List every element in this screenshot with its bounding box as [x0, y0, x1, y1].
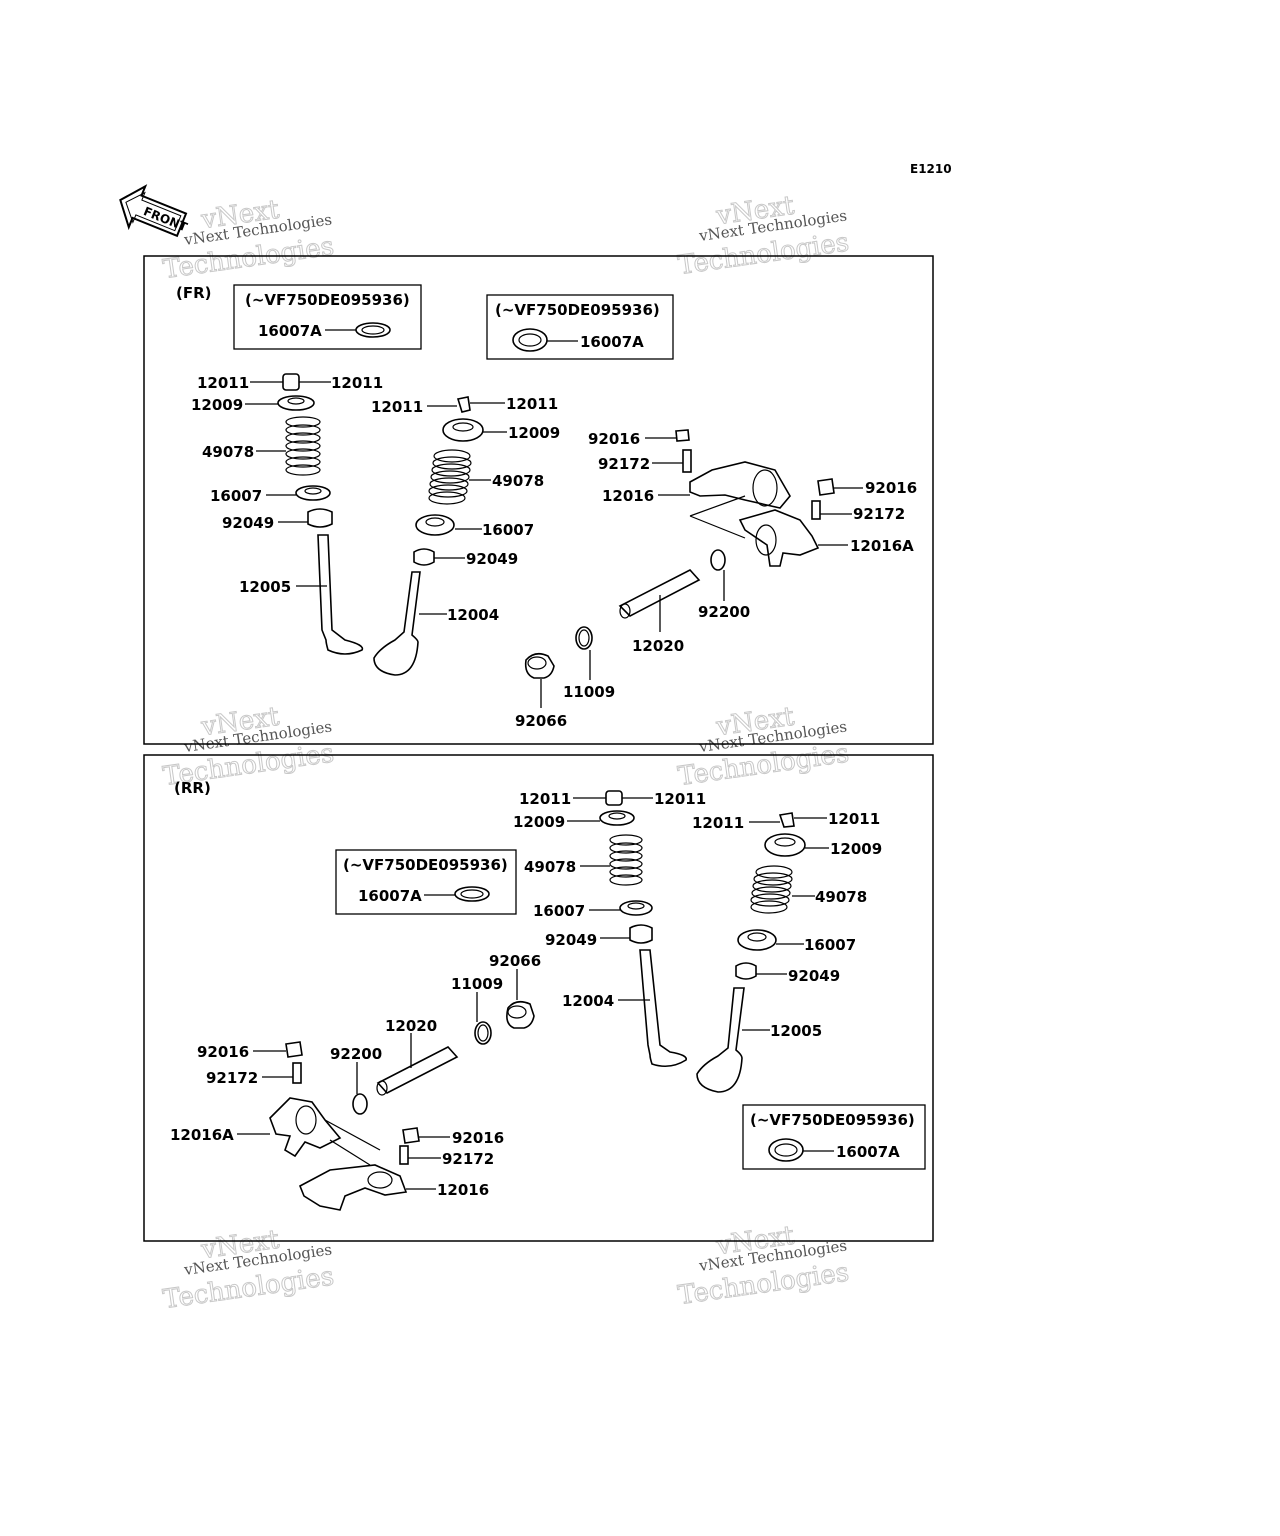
part-number-label: 92200	[330, 1045, 382, 1063]
section-rr: (RR) (~VF750DE095936) 16007A (~VF750DE09…	[143, 754, 934, 1242]
part-number-label: 12005	[239, 578, 291, 596]
diagram-code: E1210	[910, 162, 952, 176]
part-number-label: 12005	[770, 1022, 822, 1040]
part-number-label: 12009	[191, 396, 243, 414]
note-serial-range: (~VF750DE095936)	[343, 856, 508, 874]
part-number-label: 92066	[515, 712, 567, 730]
part-number-label: 12011	[197, 374, 249, 392]
part-number-label: 49078	[492, 472, 544, 490]
part-number-label: 12016	[437, 1181, 489, 1199]
part-number-label: 16007	[482, 521, 534, 539]
part-number-label: 12009	[830, 840, 882, 858]
part-number-label: 16007	[210, 487, 262, 505]
part-number-label: 12011	[506, 395, 558, 413]
note-part-number: 16007A	[580, 333, 644, 351]
part-number-label: 12011	[828, 810, 880, 828]
part-number-label: 12011	[331, 374, 383, 392]
valve-assembly-left: 12011 12011 12009 49078 16007 92049	[513, 790, 706, 1068]
part-number-label: 11009	[563, 683, 615, 701]
part-number-label: 92049	[788, 967, 840, 985]
part-number-label: 92016	[865, 479, 917, 497]
part-number-label: 92016	[588, 430, 640, 448]
part-number-label: 12011	[692, 814, 744, 832]
rocker-arm-assembly-fr: 92016 92172 12016 92016 92172 12016A 922…	[515, 429, 917, 730]
part-number-label: 12011	[654, 790, 706, 808]
part-number-label: 12011	[371, 398, 423, 416]
part-number-label: 92200	[698, 603, 750, 621]
part-number-label: 12020	[632, 637, 684, 655]
part-number-label: 12004	[562, 992, 614, 1010]
part-number-label: 92172	[442, 1150, 494, 1168]
serial-note-box: (~VF750DE095936) 16007A	[486, 294, 674, 360]
part-number-label: 12016A	[170, 1126, 234, 1144]
part-number-label: 12016	[602, 487, 654, 505]
part-number-label: 92172	[853, 505, 905, 523]
part-number-label: 12011	[519, 790, 571, 808]
valve-assembly-right: 12011 12011 12009 49078 16007	[371, 395, 560, 676]
section-rr-label: (RR)	[174, 779, 211, 797]
part-number-label: 16007	[533, 902, 585, 920]
serial-note-box: (~VF750DE095936) 16007A	[335, 849, 517, 915]
note-part-number: 16007A	[358, 887, 422, 905]
part-number-label: 12009	[513, 813, 565, 831]
note-serial-range: (~VF750DE095936)	[495, 301, 660, 319]
note-part-number: 16007A	[836, 1143, 900, 1161]
part-number-label: 16007	[804, 936, 856, 954]
section-fr-label: (FR)	[176, 284, 212, 302]
part-number-label: 92172	[206, 1069, 258, 1087]
note-part-number: 16007A	[258, 322, 322, 340]
valve-assembly-right: 12011 12011 12009 49078 16007 92049	[692, 810, 882, 1093]
part-number-label: 92172	[598, 455, 650, 473]
part-number-label: 92049	[545, 931, 597, 949]
part-number-label: 92016	[452, 1129, 504, 1147]
serial-note-box: (~VF750DE095936) 16007A	[742, 1104, 926, 1170]
rocker-arm-assembly-rr: 92016 92172 12016A 92016 92172 12016	[170, 1041, 504, 1211]
part-number-label: 12020	[385, 1017, 437, 1035]
part-number-label: 92066	[489, 952, 541, 970]
section-fr: (FR) (~VF750DE095936) 16007A (~VF750DE09…	[143, 255, 934, 745]
part-number-label: 49078	[524, 858, 576, 876]
rocker-shaft-assembly-rr: 92066 11009 12020 92200	[330, 952, 541, 1115]
note-serial-range: (~VF750DE095936)	[245, 291, 410, 309]
part-number-label: 12004	[447, 606, 499, 624]
part-number-label: 92016	[197, 1043, 249, 1061]
valve-assembly-left: 12011 12011 12009 49078 16007	[191, 373, 383, 655]
serial-note-box: (~VF750DE095936) 16007A	[233, 284, 422, 350]
part-number-label: 12009	[508, 424, 560, 442]
part-number-label: 49078	[815, 888, 867, 906]
part-number-label: 92049	[222, 514, 274, 532]
part-number-label: 12016A	[850, 537, 914, 555]
note-serial-range: (~VF750DE095936)	[750, 1111, 915, 1129]
part-number-label: 92049	[466, 550, 518, 568]
part-number-label: 11009	[451, 975, 503, 993]
part-number-label: 49078	[202, 443, 254, 461]
